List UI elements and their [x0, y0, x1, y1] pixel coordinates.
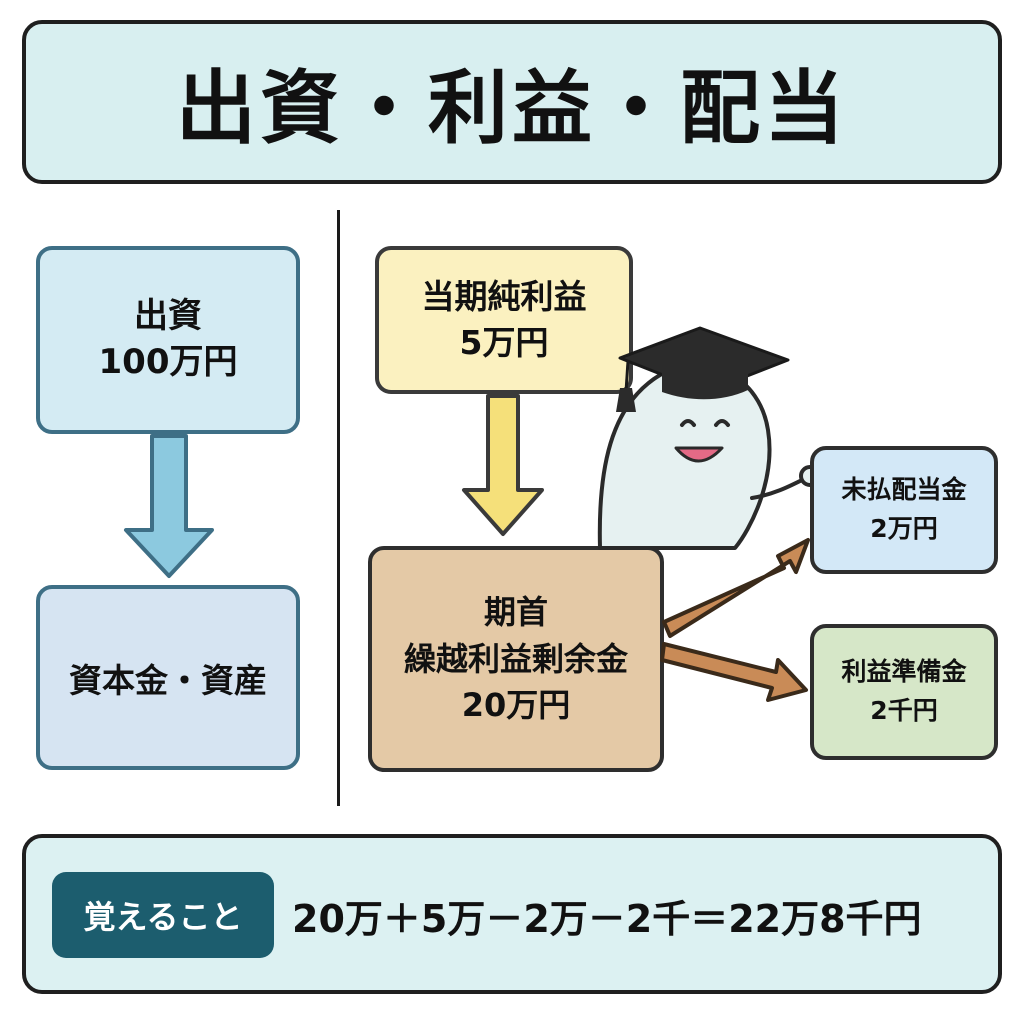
reserve-label: 利益準備金: [841, 657, 967, 687]
dividend-amount: 2万円: [870, 514, 938, 543]
reserve-amount: 2千円: [870, 696, 938, 725]
section-divider: [337, 210, 340, 806]
retained-label-name: 繰越利益剰余金: [403, 639, 628, 678]
page-title: 出資・利益・配当: [176, 62, 848, 155]
down-arrow-icon: [462, 394, 544, 536]
investment-label: 出資: [134, 296, 202, 337]
dividend-label: 未払配当金: [841, 475, 967, 505]
net-income-label: 当期純利益: [421, 276, 587, 316]
investment-amount: 100万円: [98, 342, 238, 382]
down-arrow-icon: [124, 434, 214, 578]
right-arrow-icon: [662, 538, 810, 638]
retained-amount: 20万円: [461, 686, 571, 725]
graduation-mascot-icon: [597, 326, 821, 550]
summary-banner: 覚えること 20万＋5万－2万－2千＝22万8千円: [22, 834, 1002, 994]
summary-tag-label: 覚えること: [83, 898, 243, 936]
retained-label-period: 期首: [483, 593, 548, 632]
title-banner: 出資・利益・配当: [22, 20, 1002, 184]
net-income-amount: 5万円: [459, 323, 549, 362]
summary-tag: 覚えること: [52, 872, 274, 958]
summary-formula: 20万＋5万－2万－2千＝22万8千円: [292, 872, 992, 958]
retained-earnings-box: 期首 繰越利益剰余金 20万円: [368, 546, 664, 772]
capital-box: 資本金・資産: [36, 585, 300, 770]
investment-box: 出資 100万円: [36, 246, 300, 434]
net-income-box: 当期純利益 5万円: [375, 246, 633, 394]
capital-label: 資本金・資産: [69, 660, 267, 700]
right-arrow-icon: [660, 642, 808, 702]
summary-formula-text: 20万＋5万－2万－2千＝22万8千円: [292, 896, 922, 941]
dividend-payable-box: 未払配当金 2万円: [810, 446, 998, 574]
legal-reserve-box: 利益準備金 2千円: [810, 624, 998, 760]
